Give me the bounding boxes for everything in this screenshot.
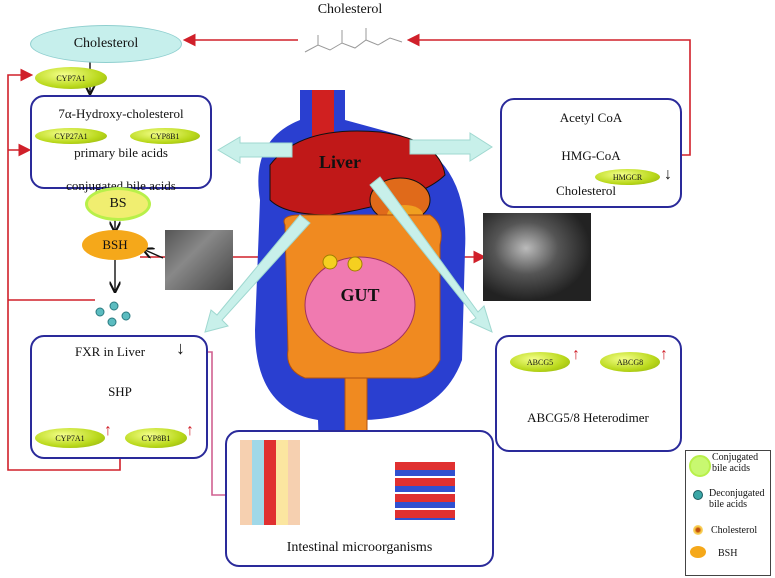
gut-label: GUT <box>340 285 380 305</box>
arrow-liver-to-abcg <box>369 176 493 333</box>
arrow-hmg-to-structure <box>406 33 691 156</box>
cyp7a1-enzyme: CYP7A1 <box>35 67 107 89</box>
stacked-bar-thumbnail <box>395 462 455 520</box>
bs-node: BS <box>85 187 151 221</box>
acetyl-coa-label: Acetyl CoA <box>559 110 623 125</box>
hepatic-cholesterol-box <box>500 98 682 208</box>
abcg8-protein: ABCG8 <box>600 352 660 372</box>
legend-label: BSH <box>718 548 738 559</box>
up-arrow-icon: ↑ <box>104 422 112 439</box>
cholesterol-label: Cholesterol <box>556 183 616 198</box>
body-illustration <box>255 90 466 480</box>
shp-label: SHP <box>108 384 132 399</box>
microorganisms-label: Intestinal microorganisms <box>286 540 433 555</box>
cyp8b1-enzyme: CYP8B1 <box>130 128 200 144</box>
top-cholesterol-label: Cholesterol <box>317 2 383 17</box>
up-arrow-icon: ↑ <box>660 346 668 363</box>
hydroxy-cholesterol-label: 7α-Hydroxy-cholesterol <box>58 106 184 121</box>
legend-swatch-bsh <box>690 546 706 558</box>
conjugated-bile-acids-label: conjugated bile acids <box>66 178 176 193</box>
arrow-liver-to-synthesis <box>217 136 293 164</box>
cholesterol-structure <box>304 28 403 53</box>
legend <box>685 450 771 576</box>
hmgcr-enzyme: HMGCR <box>595 169 660 185</box>
up-arrow-icon: ↑ <box>572 346 580 363</box>
heatmap-thumbnail <box>240 440 300 525</box>
legend-label: Cholesterol <box>711 525 758 536</box>
cyp7a1-enzyme: CYP7A1 <box>35 428 105 448</box>
fxr-label: FXR in Liver <box>74 344 146 359</box>
abcg5-protein: ABCG5 <box>510 352 570 372</box>
cyp8b1-enzyme: CYP8B1 <box>125 428 187 448</box>
deconjugated-bile-acid-dots <box>95 301 131 327</box>
feedback-line-left <box>7 68 121 471</box>
up-arrow-icon: ↑ <box>186 422 194 439</box>
bsh-node: BSH <box>82 230 148 260</box>
down-arrow-icon: ↓ <box>176 338 185 358</box>
legend-label: Deconjugated bile acids <box>709 488 765 510</box>
hmg-coa-label: HMG-CoA <box>561 148 621 163</box>
legend-swatch-cholesterol <box>693 525 703 535</box>
arrow-liver-to-fxr <box>204 214 311 333</box>
legend-swatch-conjugated <box>689 455 711 477</box>
legend-label: Conjugated bile acids <box>712 452 759 474</box>
bacteria-micrograph-small <box>165 230 233 290</box>
liver-label: Liver <box>319 152 361 172</box>
primary-bile-acids-label: primary bile acids <box>74 145 168 160</box>
down-arrow-icon: ↓ <box>664 166 672 183</box>
cyp27a1-enzyme: CYP27A1 <box>35 128 107 144</box>
legend-swatch-deconjugated <box>693 490 703 500</box>
heterodimer-label: ABCG5/8 Heterodimer <box>527 410 649 425</box>
bacteria-micrograph-large <box>483 213 591 301</box>
arrow-liver-to-hepatic <box>409 132 493 162</box>
cholesterol-node: Cholesterol <box>30 25 182 63</box>
